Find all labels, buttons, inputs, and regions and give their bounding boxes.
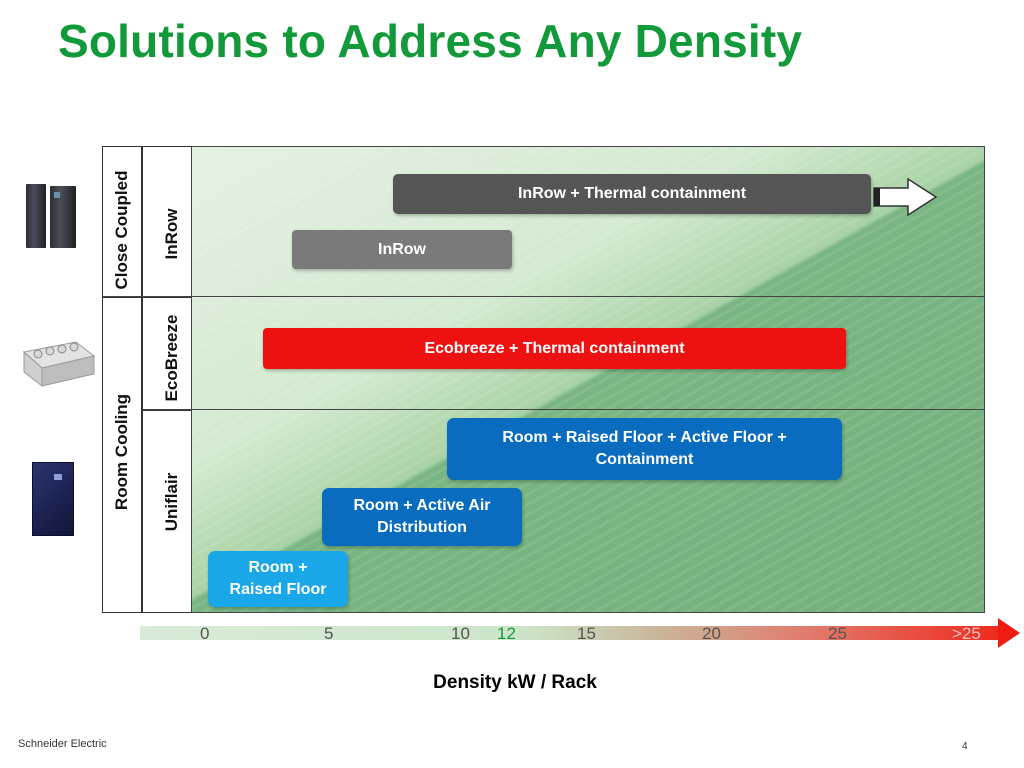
room-raised-active-line1: Room + Raised Floor + Active Floor + [502, 429, 787, 446]
room-active-air-bar: Room + Active Air Distribution [322, 488, 522, 546]
axis-tick-12: 12 [497, 624, 516, 643]
room-raised-floor-bar: Room + Raised Floor [208, 551, 348, 607]
room-active-air-line2: Distribution [377, 519, 467, 536]
axis-tick-20: 20 [702, 624, 721, 643]
uniflair-cabinet-image [30, 460, 76, 538]
axis-arrow-icon [998, 618, 1020, 648]
density-axis-bar [140, 626, 1000, 640]
page-number: 4 [962, 741, 968, 752]
axis-title: Density kW / Rack [433, 672, 597, 693]
room-cooling-box [102, 297, 142, 613]
inrow-bar: InRow [292, 230, 512, 269]
ecobreeze-unit-image [20, 334, 98, 390]
extends-arrow-icon [872, 177, 938, 217]
density-chart-panel [191, 146, 985, 613]
inrow-thermal-containment-label: InRow + Thermal containment [517, 185, 747, 202]
room-raised-floor-line1: Room + [248, 559, 308, 576]
room-raised-active-line2: Containment [595, 451, 694, 468]
axis-tick-0: 0 [200, 624, 210, 643]
room-active-air-line1: Room + Active Air [353, 497, 491, 514]
inrow-rack-image [24, 182, 80, 250]
slide-title: Solutions to Address Any Density [58, 15, 803, 67]
row-divider-2 [142, 409, 985, 410]
axis-tick-15: 15 [577, 624, 596, 643]
footer-company: Schneider Electric [18, 738, 107, 750]
uniflair-label: Uniflair [162, 472, 181, 532]
axis-tick-25: 25 [828, 624, 847, 643]
ecobreeze-thermal-containment-label: Ecobreeze + Thermal containment [424, 339, 685, 357]
room-raised-floor-line2: Raised Floor [229, 581, 327, 598]
axis-tick-5: 5 [324, 624, 334, 643]
room-cooling-label: Room Cooling [112, 393, 131, 511]
axis-tick-10: 10 [451, 624, 470, 643]
row-divider-1 [102, 296, 985, 297]
ecobreeze-label: EcoBreeze [162, 314, 181, 402]
ecobreeze-thermal-containment-bar: Ecobreeze + Thermal containment [263, 328, 846, 369]
axis-tick-over-25: >25 [952, 624, 981, 643]
uniflair-box [142, 410, 192, 613]
inrow-bar-label: InRow [378, 240, 426, 258]
close-coupled-label: Close Coupled [112, 170, 131, 290]
close-coupled-box [102, 146, 142, 297]
inrow-label: InRow [162, 208, 181, 260]
inrow-thermal-containment-bar: InRow + Thermal containment [393, 174, 871, 214]
room-raised-active-containment-bar: Room + Raised Floor + Active Floor + Con… [447, 418, 842, 480]
